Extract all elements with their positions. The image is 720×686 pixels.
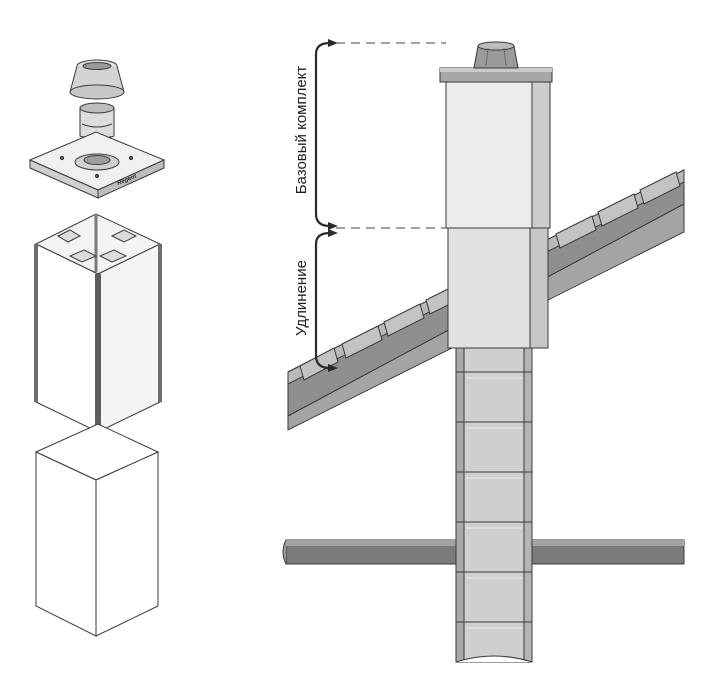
chimney-top-cone bbox=[473, 41, 519, 69]
chimney-cap bbox=[69, 59, 125, 100]
base-kit-label: Базовый комплект bbox=[293, 66, 310, 195]
extension-bracket bbox=[314, 229, 338, 372]
extension-label: Удлинение bbox=[293, 260, 310, 336]
roof-plate: Regent bbox=[28, 131, 166, 199]
dimension-guides bbox=[336, 42, 446, 229]
lower-box bbox=[34, 423, 160, 637]
exploded-view: Regent bbox=[28, 59, 166, 637]
chimney-casing bbox=[439, 67, 553, 349]
installed-view: Базовый комплект Удлинение bbox=[282, 39, 685, 663]
extension-casing bbox=[34, 213, 162, 433]
brick-stack bbox=[455, 343, 533, 663]
base-kit-bracket bbox=[314, 39, 338, 230]
